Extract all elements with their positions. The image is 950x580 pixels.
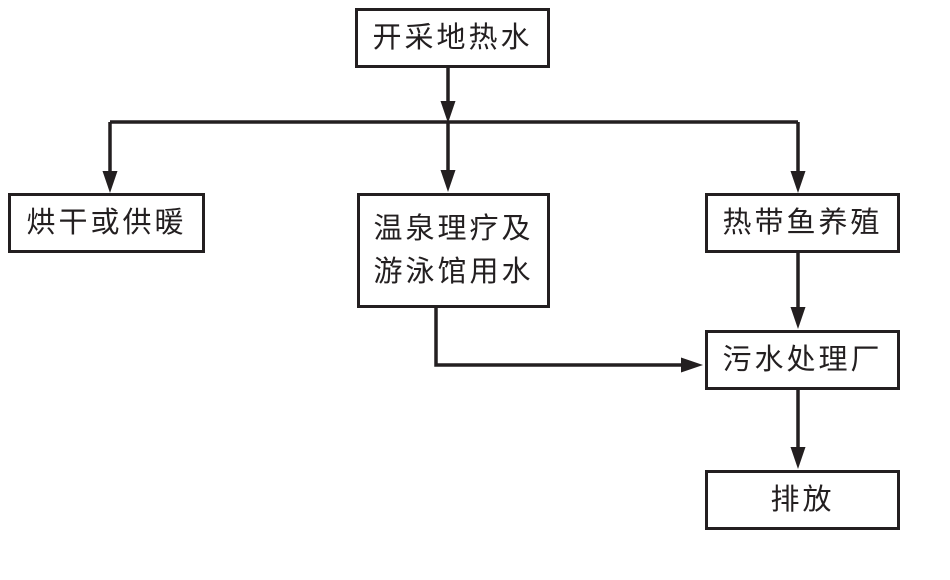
arrowhead-fish-into-sewage (790, 307, 806, 329)
arrowhead-into-discharge (790, 447, 806, 469)
node-discharge-label: 排放 (770, 483, 835, 516)
node-tropical-fish-farming-label: 热带鱼养殖 (722, 206, 883, 239)
node-tropical-fish-farming: 热带鱼养殖 (705, 193, 900, 253)
node-discharge: 排放 (705, 470, 900, 530)
edge-spa-to-sewage (434, 308, 682, 367)
arrowhead-into-spa (440, 170, 456, 192)
node-drying-or-heating-label: 烘干或供暖 (26, 206, 187, 239)
node-spa-label-line1: 温泉理疗及 (373, 213, 534, 246)
arrowhead-into-drying (102, 171, 118, 193)
arrowhead-into-fish (790, 171, 806, 193)
node-sewage-treatment-plant-label: 污水处理厂 (722, 343, 883, 376)
node-spa-label-line2: 游泳馆用水 (373, 255, 534, 288)
node-extract-geothermal-water-label: 开采地热水 (372, 21, 533, 54)
node-drying-or-heating: 烘干或供暖 (8, 193, 205, 253)
node-spa-therapy-swimming-water: 温泉理疗及 游泳馆用水 (357, 193, 550, 308)
arrowhead-source-to-branch (440, 101, 456, 123)
arrowhead-spa-into-sewage (681, 357, 703, 373)
node-sewage-treatment-plant: 污水处理厂 (705, 330, 900, 390)
node-extract-geothermal-water: 开采地热水 (355, 8, 550, 68)
